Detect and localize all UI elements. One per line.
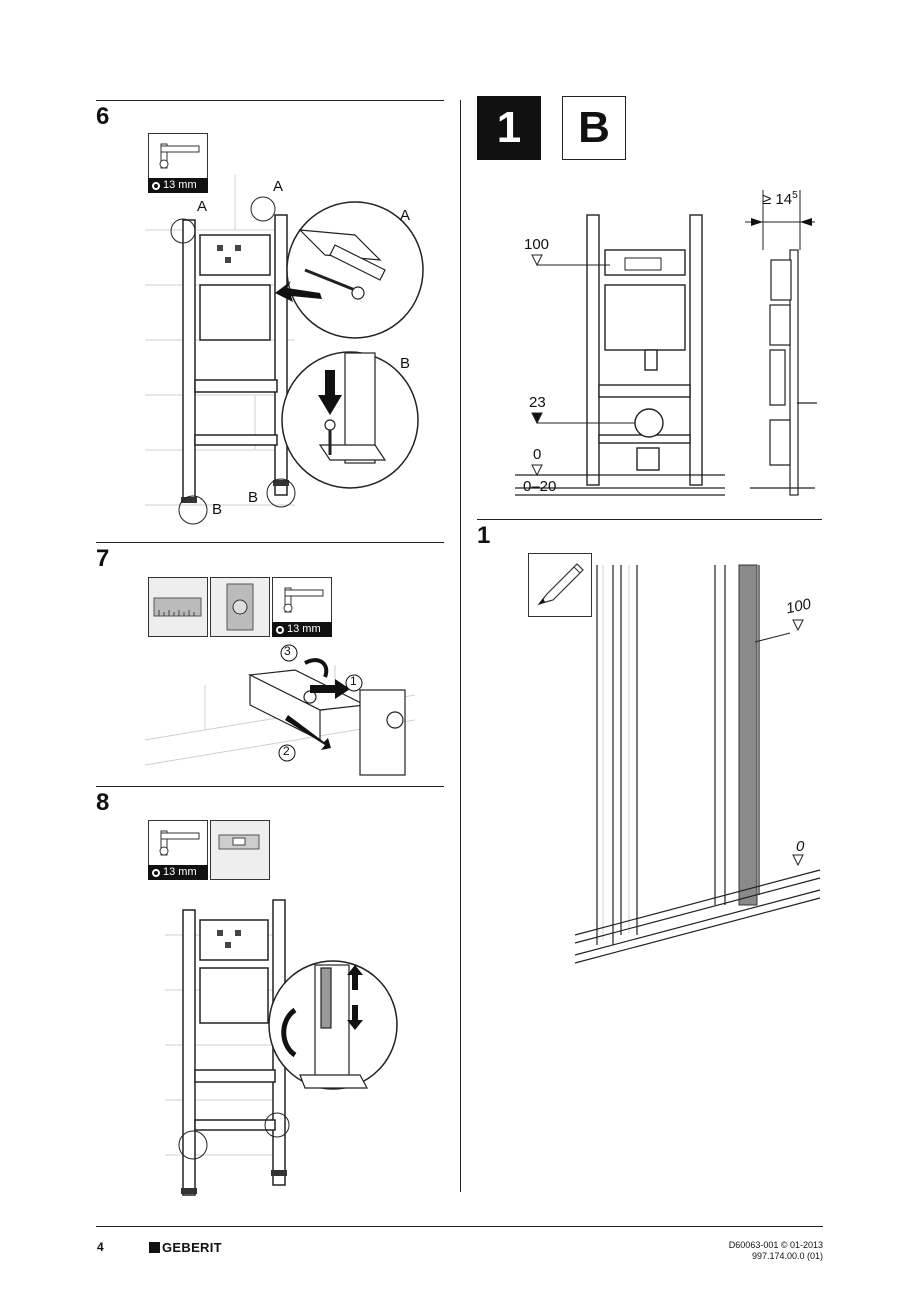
step-6-number: 6 [96,103,110,130]
page-number: 4 [97,1240,104,1254]
step-7-number: 7 [96,545,110,572]
brand-logo: GEBERIT [149,1240,222,1255]
wrench-icon [159,830,200,856]
step-8-rule [96,786,444,787]
label-a-detail: A [400,207,411,224]
label-b-left: B [212,501,223,518]
ruler-icon [153,597,202,617]
step-6-illustration [145,175,424,525]
frame-template-icon [226,583,254,631]
socket-size-badge: 13 mm [148,865,208,880]
dim-mark-100: 100 [524,236,550,253]
template-tool-box [210,577,270,637]
pencil-icon [537,563,584,606]
variant-number-box: 1 [477,96,541,160]
step-7-rule [96,542,444,543]
brand-logo-text: GEBERIT [162,1240,222,1255]
step-1-rule [477,519,822,520]
step-8-illustration [165,899,398,1196]
pencil-tool-box [528,553,592,617]
spirit-level-icon [218,834,260,850]
dim-range-label: 0–20 [523,478,557,495]
step-6-tool-box: 13 mm [148,133,208,193]
brand-logo-square [149,1242,160,1253]
socket-size-badge: 13 mm [272,622,332,637]
dim-mark-23: 23 [529,394,546,411]
callout-3-circle [280,644,298,662]
step-8-tool-box: 13 mm [148,820,208,880]
wrench-icon [283,587,324,613]
step-1-illustration [574,564,821,964]
dim-width-label: ≥ 145 [763,190,798,208]
footer-doc-id: D60063-001 © 01-2013 [728,1240,823,1250]
label-a-top: A [273,178,284,195]
footer-rule [96,1226,823,1227]
socket-size-badge: 13 mm [148,178,208,193]
label-b-detail: B [400,355,411,372]
step-7-illustration [144,658,416,776]
step-1-mark-0: 0 [796,838,805,855]
level-tool-box [210,820,270,880]
step-1-number: 1 [477,522,491,549]
label-a-left: A [197,198,208,215]
callout-1-circle [345,674,363,692]
ruler-tool-box [148,577,208,637]
callout-3: 3 [284,644,291,658]
column-divider [460,100,461,1192]
footer-doc-num: 997.174.00.0 (01) [751,1251,823,1261]
step-8-number: 8 [96,789,110,816]
dimension-drawing [515,190,817,496]
footer-doc-info: D60063-001 © 01-2013 997.174.00.0 (01) [729,1240,823,1262]
callout-1: 1 [350,674,357,688]
wrench-icon [159,143,200,169]
callout-2: 2 [283,744,290,758]
step-7-tool-box: 13 mm [272,577,332,637]
callout-2-circle [278,744,296,762]
label-b-right: B [248,489,259,506]
step-6-rule [96,100,444,101]
variant-letter-box: B [562,96,626,160]
dim-mark-0: 0 [533,446,542,463]
